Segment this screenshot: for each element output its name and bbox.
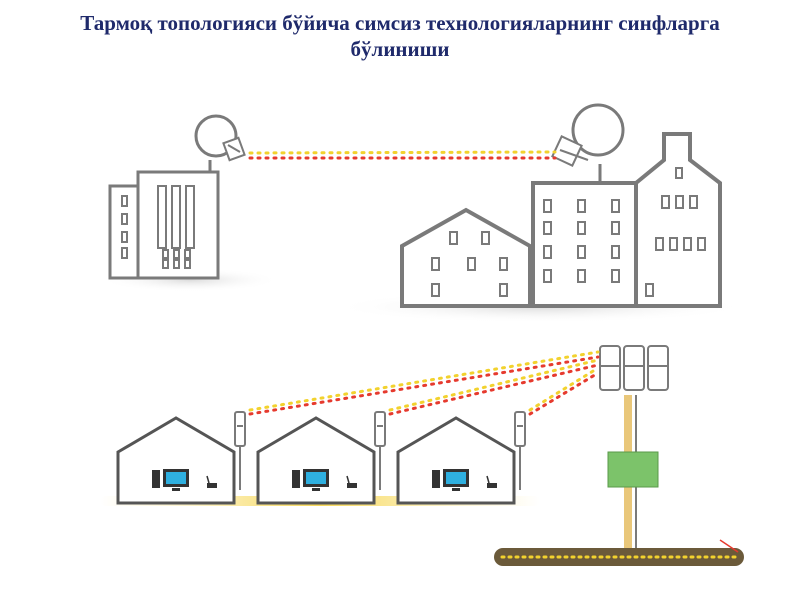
computer-monitor-icon [292, 469, 329, 491]
computer-monitor-icon [152, 469, 189, 491]
wireless-antenna-icon [514, 411, 526, 490]
router-icon [486, 475, 497, 488]
computer-monitor-icon [432, 469, 469, 491]
house-1 [116, 416, 236, 505]
wireless-antenna-icon [234, 411, 246, 490]
router-icon [346, 475, 357, 488]
distribution-box [607, 451, 659, 488]
point-to-point-link [248, 150, 557, 160]
house-2 [256, 416, 376, 505]
diagram-title: Тармоқ топологияси бўйича симсиз техноло… [0, 10, 800, 62]
base-station-tower [599, 345, 669, 548]
satellite-dish-icon [194, 114, 246, 162]
house-3 [396, 416, 516, 505]
underground-cable [494, 539, 744, 566]
wireless-antenna-icon [374, 411, 386, 490]
town-windows [431, 167, 706, 297]
router-icon [206, 475, 217, 488]
title-line-1: Тармоқ топологияси бўйича симсиз техноло… [80, 11, 720, 35]
satellite-dish-icon [551, 103, 625, 183]
title-line-2: бўлиниши [350, 37, 450, 61]
point-to-multipoint-links [248, 350, 600, 416]
office-building-left [108, 160, 220, 280]
